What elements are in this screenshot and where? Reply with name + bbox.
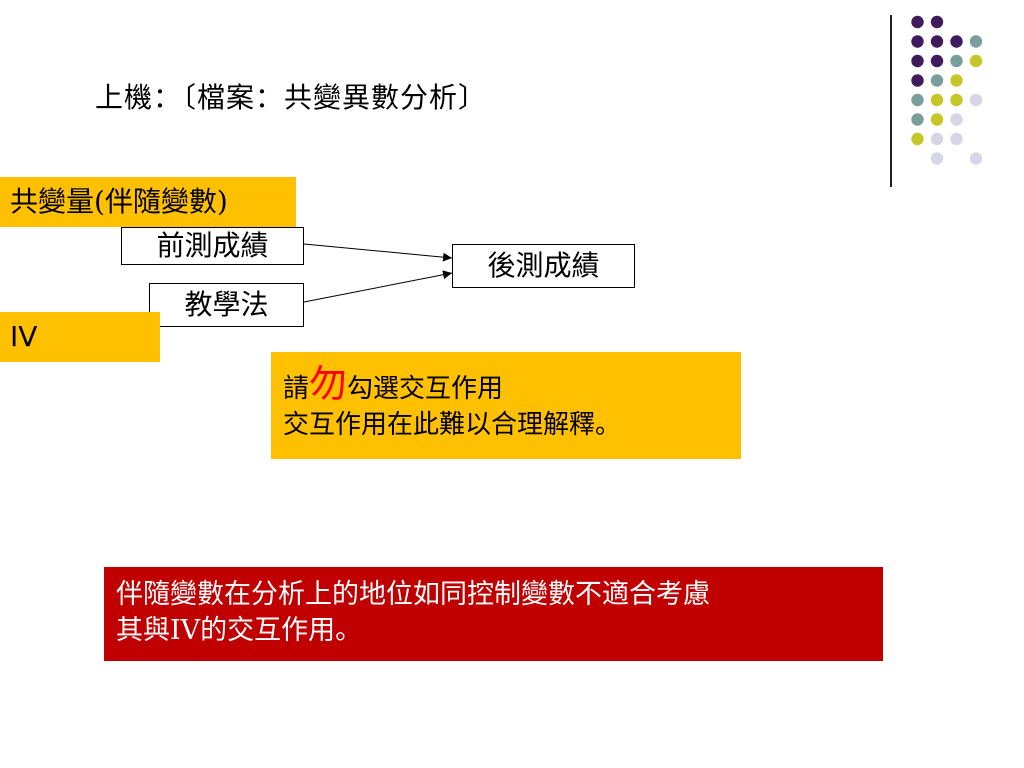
decor-dot — [911, 54, 924, 68]
decor-dot — [950, 74, 963, 87]
decor-dot — [930, 152, 944, 165]
decor-dot — [930, 113, 944, 126]
warning-line-1: 伴隨變數在分析上的地位如同控制變數不適合考慮 — [116, 579, 710, 610]
decor-dot — [969, 152, 983, 165]
decor-dot — [950, 93, 963, 107]
title-divider-line — [890, 15, 892, 187]
note-suffix: 勾選交互作用 — [347, 374, 504, 404]
posttest-label: 後測成績 — [487, 249, 600, 282]
decor-dot — [930, 54, 944, 68]
decor-dot — [950, 35, 963, 48]
covariate-warning-box: 伴隨變數在分析上的地位如同控制變數不適合考慮 其與IV的交互作用。 — [104, 567, 883, 661]
decor-dot — [950, 54, 963, 68]
note-line-2: 交互作用在此難以合理解釋。 — [283, 410, 622, 440]
arrow-pretest-to-posttest — [303, 243, 453, 262]
decor-dot — [911, 132, 924, 146]
decor-dot — [911, 35, 924, 48]
iv-label: IV — [0, 312, 160, 362]
note-prefix: 請 — [283, 374, 310, 404]
covariate-label: 共變量(伴隨變數) — [0, 177, 296, 227]
note-line-1: 請勿勾選交互作用 — [283, 365, 741, 407]
arrow-method-to-posttest — [303, 270, 453, 303]
note-emphasis: 勿 — [309, 362, 348, 406]
teaching-method-box: 教學法 — [149, 283, 304, 327]
warning-line-2: 其與IV的交互作用。 — [116, 615, 363, 646]
decor-dot — [911, 15, 924, 29]
decor-dot — [911, 93, 924, 107]
interaction-note-box: 請勿勾選交互作用 交互作用在此難以合理解釋。 — [271, 352, 741, 459]
decor-dot — [911, 74, 924, 87]
decorative-dot-grid — [911, 15, 983, 165]
iv-label-text: IV — [10, 320, 38, 353]
decor-dot — [969, 35, 983, 48]
decor-dot — [950, 132, 963, 146]
decor-dot — [930, 93, 944, 107]
decor-dot — [930, 15, 944, 29]
pretest-box: 前測成績 — [121, 227, 304, 265]
covariate-label-text: 共變量(伴隨變數) — [10, 185, 228, 218]
decor-dot — [930, 35, 944, 48]
slide-title: 上機：〔檔案：共變異數分析〕 — [95, 81, 488, 114]
decor-dot — [950, 113, 963, 126]
teaching-method-label: 教學法 — [184, 288, 269, 321]
decor-dot — [930, 132, 944, 146]
decor-dot — [969, 54, 983, 68]
pretest-label: 前測成績 — [156, 229, 269, 262]
decor-dot — [911, 113, 924, 126]
posttest-box: 後測成績 — [452, 244, 635, 288]
decor-dot — [969, 93, 983, 107]
decor-dot — [930, 74, 944, 87]
